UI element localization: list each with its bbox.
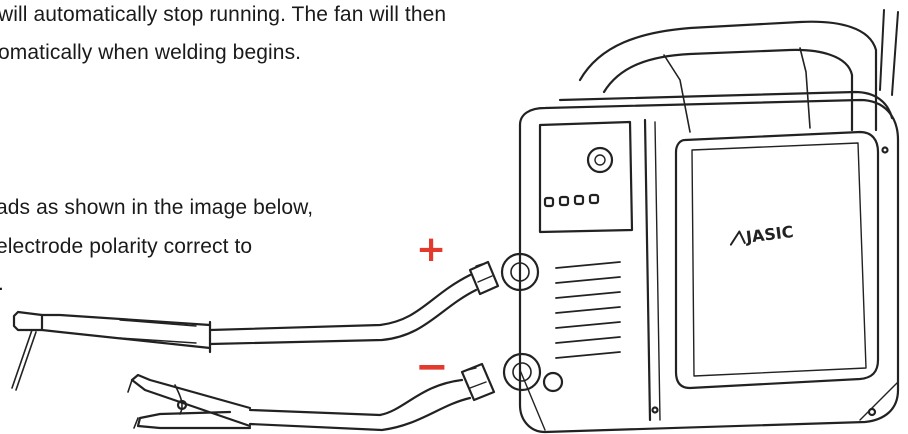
welder-handle [580,22,876,132]
positive-polarity-sign: + [416,232,446,268]
welder-body [502,92,898,432]
svg-text:JASIC: JASIC [744,222,795,247]
negative-polarity-sign: − [415,347,449,387]
jasic-logo: JASIC [729,222,794,249]
